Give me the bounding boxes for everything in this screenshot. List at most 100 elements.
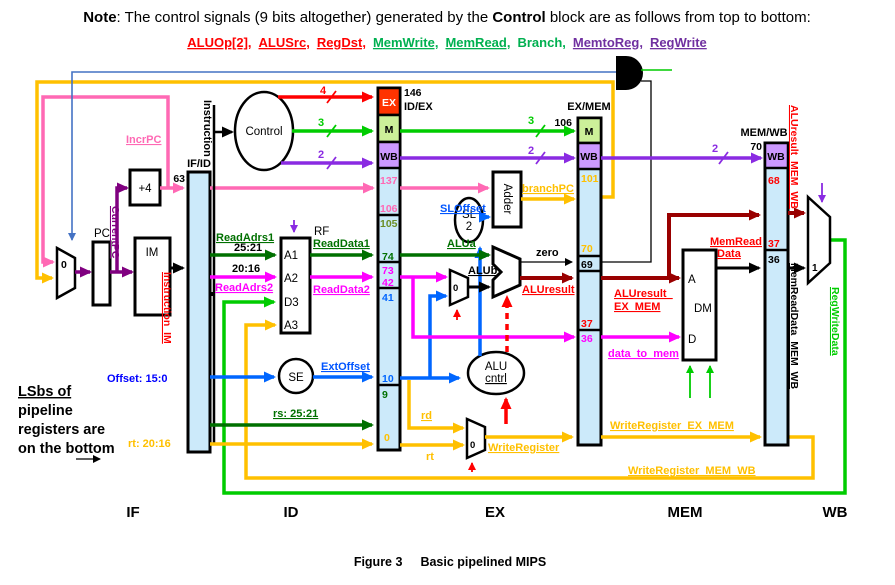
aluresult-exmem-label-1: ALUresult_: [614, 288, 674, 300]
im-box: [133, 236, 172, 317]
bits-2521-label: 25:21: [234, 242, 262, 254]
instruction-im-label: Instruction_IM: [161, 272, 173, 344]
exmem-n69: 69: [581, 259, 593, 271]
extoffset-label: ExtOffset: [321, 361, 370, 373]
readadrs2-label: ReadAdrs2: [215, 282, 273, 294]
exmem-m-label: M: [585, 126, 594, 138]
pc-source-mux: [55, 245, 77, 301]
data-to-mem-label: data_to_mem: [608, 348, 679, 360]
branchpc-feedback-line: [35, 80, 615, 284]
alub-mux: [448, 268, 470, 307]
aluresult-to-memwb-line: [667, 209, 761, 278]
memwb-wb-field: [763, 141, 790, 170]
exmem-n36: 36: [581, 333, 593, 345]
stage-label-wb: WB: [823, 504, 848, 521]
idex-wb-label: WB: [380, 151, 398, 163]
sl2-label-2: 2: [466, 221, 472, 233]
readadrs1-label: ReadAdrs1: [216, 232, 274, 244]
dm-a-port: A: [688, 274, 696, 286]
dm-label: DM: [694, 303, 712, 315]
pc-label: PC: [94, 228, 110, 240]
memwb-wb-label: WB: [767, 151, 785, 163]
bus-width-slash: [535, 151, 546, 165]
currentpc-label: CurrentPC: [109, 206, 121, 259]
idex-m-label: M: [385, 124, 394, 136]
alub-mux-0-label: 0: [453, 283, 458, 294]
writeregister-mux: [465, 417, 487, 460]
control-label: Control: [245, 126, 282, 138]
wreg-mux-0-label: 0: [470, 440, 475, 451]
memreaddata-memwb-label: MemReadData_MEM_WB: [788, 263, 800, 389]
idex-n137: 137: [380, 175, 398, 187]
dm-box: [681, 248, 718, 362]
ifid-title: IF/ID: [187, 158, 211, 170]
zero-to-gate-line: [601, 80, 652, 263]
pcsrc-line: [68, 71, 617, 241]
data-to-mem-riser: [411, 277, 576, 343]
memtoreg-mux: [806, 194, 832, 286]
lsbs-note-line3: registers are: [18, 422, 105, 438]
alub-label: ALUb: [468, 265, 498, 277]
bus-width-slash: [326, 124, 337, 138]
idex-n106: 106: [380, 203, 398, 215]
idex-ex-label: EX: [382, 97, 396, 109]
rt-label: rt: [426, 451, 434, 463]
idex-n74: 74: [382, 251, 394, 263]
pc-box: [91, 240, 112, 307]
rf-title: RF: [314, 226, 329, 238]
idex-title: ID/EX: [404, 101, 433, 113]
lsbs-note-line2: pipeline: [18, 403, 73, 419]
exmem-wb-label: WB: [580, 151, 598, 163]
idex-msb: 146: [404, 87, 422, 99]
idex-wb-field: [376, 140, 402, 170]
alu-cntrl-label-2: cntrl: [485, 373, 507, 385]
adder-label: Adder: [501, 184, 513, 215]
extoffset-to-alubmux-line: [428, 290, 448, 378]
idex-n42: 42: [382, 277, 394, 289]
zero-label: zero: [536, 247, 559, 259]
memwb-register: [763, 141, 790, 447]
lsbs-note-line4: on the bottom: [18, 441, 115, 457]
idex-register: [376, 86, 402, 452]
idex-n9: 9: [382, 389, 388, 401]
bus-width-slash: [326, 156, 337, 170]
width-2-label: 2: [712, 143, 718, 155]
regwritedata-loop-line: [222, 238, 847, 495]
plus4-label: +4: [138, 183, 152, 195]
exmem-register: [576, 116, 603, 447]
memread-data-label-1: MemRead: [710, 236, 762, 248]
rd-label: rd: [421, 410, 432, 422]
sl2-label-1: SL: [462, 209, 477, 221]
writeregister-memwb-loop-line: [244, 319, 815, 480]
idex-n73: 73: [382, 265, 394, 277]
aluresult-label: ALUresult: [522, 284, 575, 296]
width-2-label: 2: [318, 149, 324, 161]
stage-label-if: IF: [126, 504, 139, 521]
rt-bits-label: rt: 20:16: [128, 438, 171, 450]
exmem-n70: 70: [581, 243, 593, 255]
wb-mux-1-label: 1: [812, 263, 818, 274]
stage-label-id: ID: [284, 504, 299, 521]
exmem-title: EX/MEM: [567, 101, 610, 113]
width-3-label: 3: [318, 117, 324, 129]
regwritedata-label: RegWriteData: [829, 287, 841, 356]
rf-d3-port: D3: [284, 297, 299, 309]
exmem-wb-field: [576, 141, 603, 171]
alua-label: ALUa: [447, 238, 477, 250]
rf-a3-port: A3: [284, 320, 298, 332]
instruction-label: Instruction: [201, 100, 213, 157]
writeregister-label: WriteRegister: [488, 442, 560, 454]
memwb-n37: 37: [768, 238, 780, 250]
memwb-n68: 68: [768, 175, 780, 187]
idex-n10: 10: [382, 373, 394, 385]
bus-width-slash: [326, 90, 337, 104]
stage-label-ex: EX: [485, 504, 505, 521]
rf-a1-port: A1: [284, 250, 298, 262]
dm-d-port: D: [688, 334, 696, 346]
width-3-label: 3: [528, 115, 534, 127]
sloffset-label: SLOffset: [440, 203, 486, 215]
aluresult-exmem-label-2: EX_MEM: [614, 301, 660, 313]
rd-line: [407, 380, 465, 434]
lsbs-note-line1: LSbs of: [18, 384, 71, 400]
